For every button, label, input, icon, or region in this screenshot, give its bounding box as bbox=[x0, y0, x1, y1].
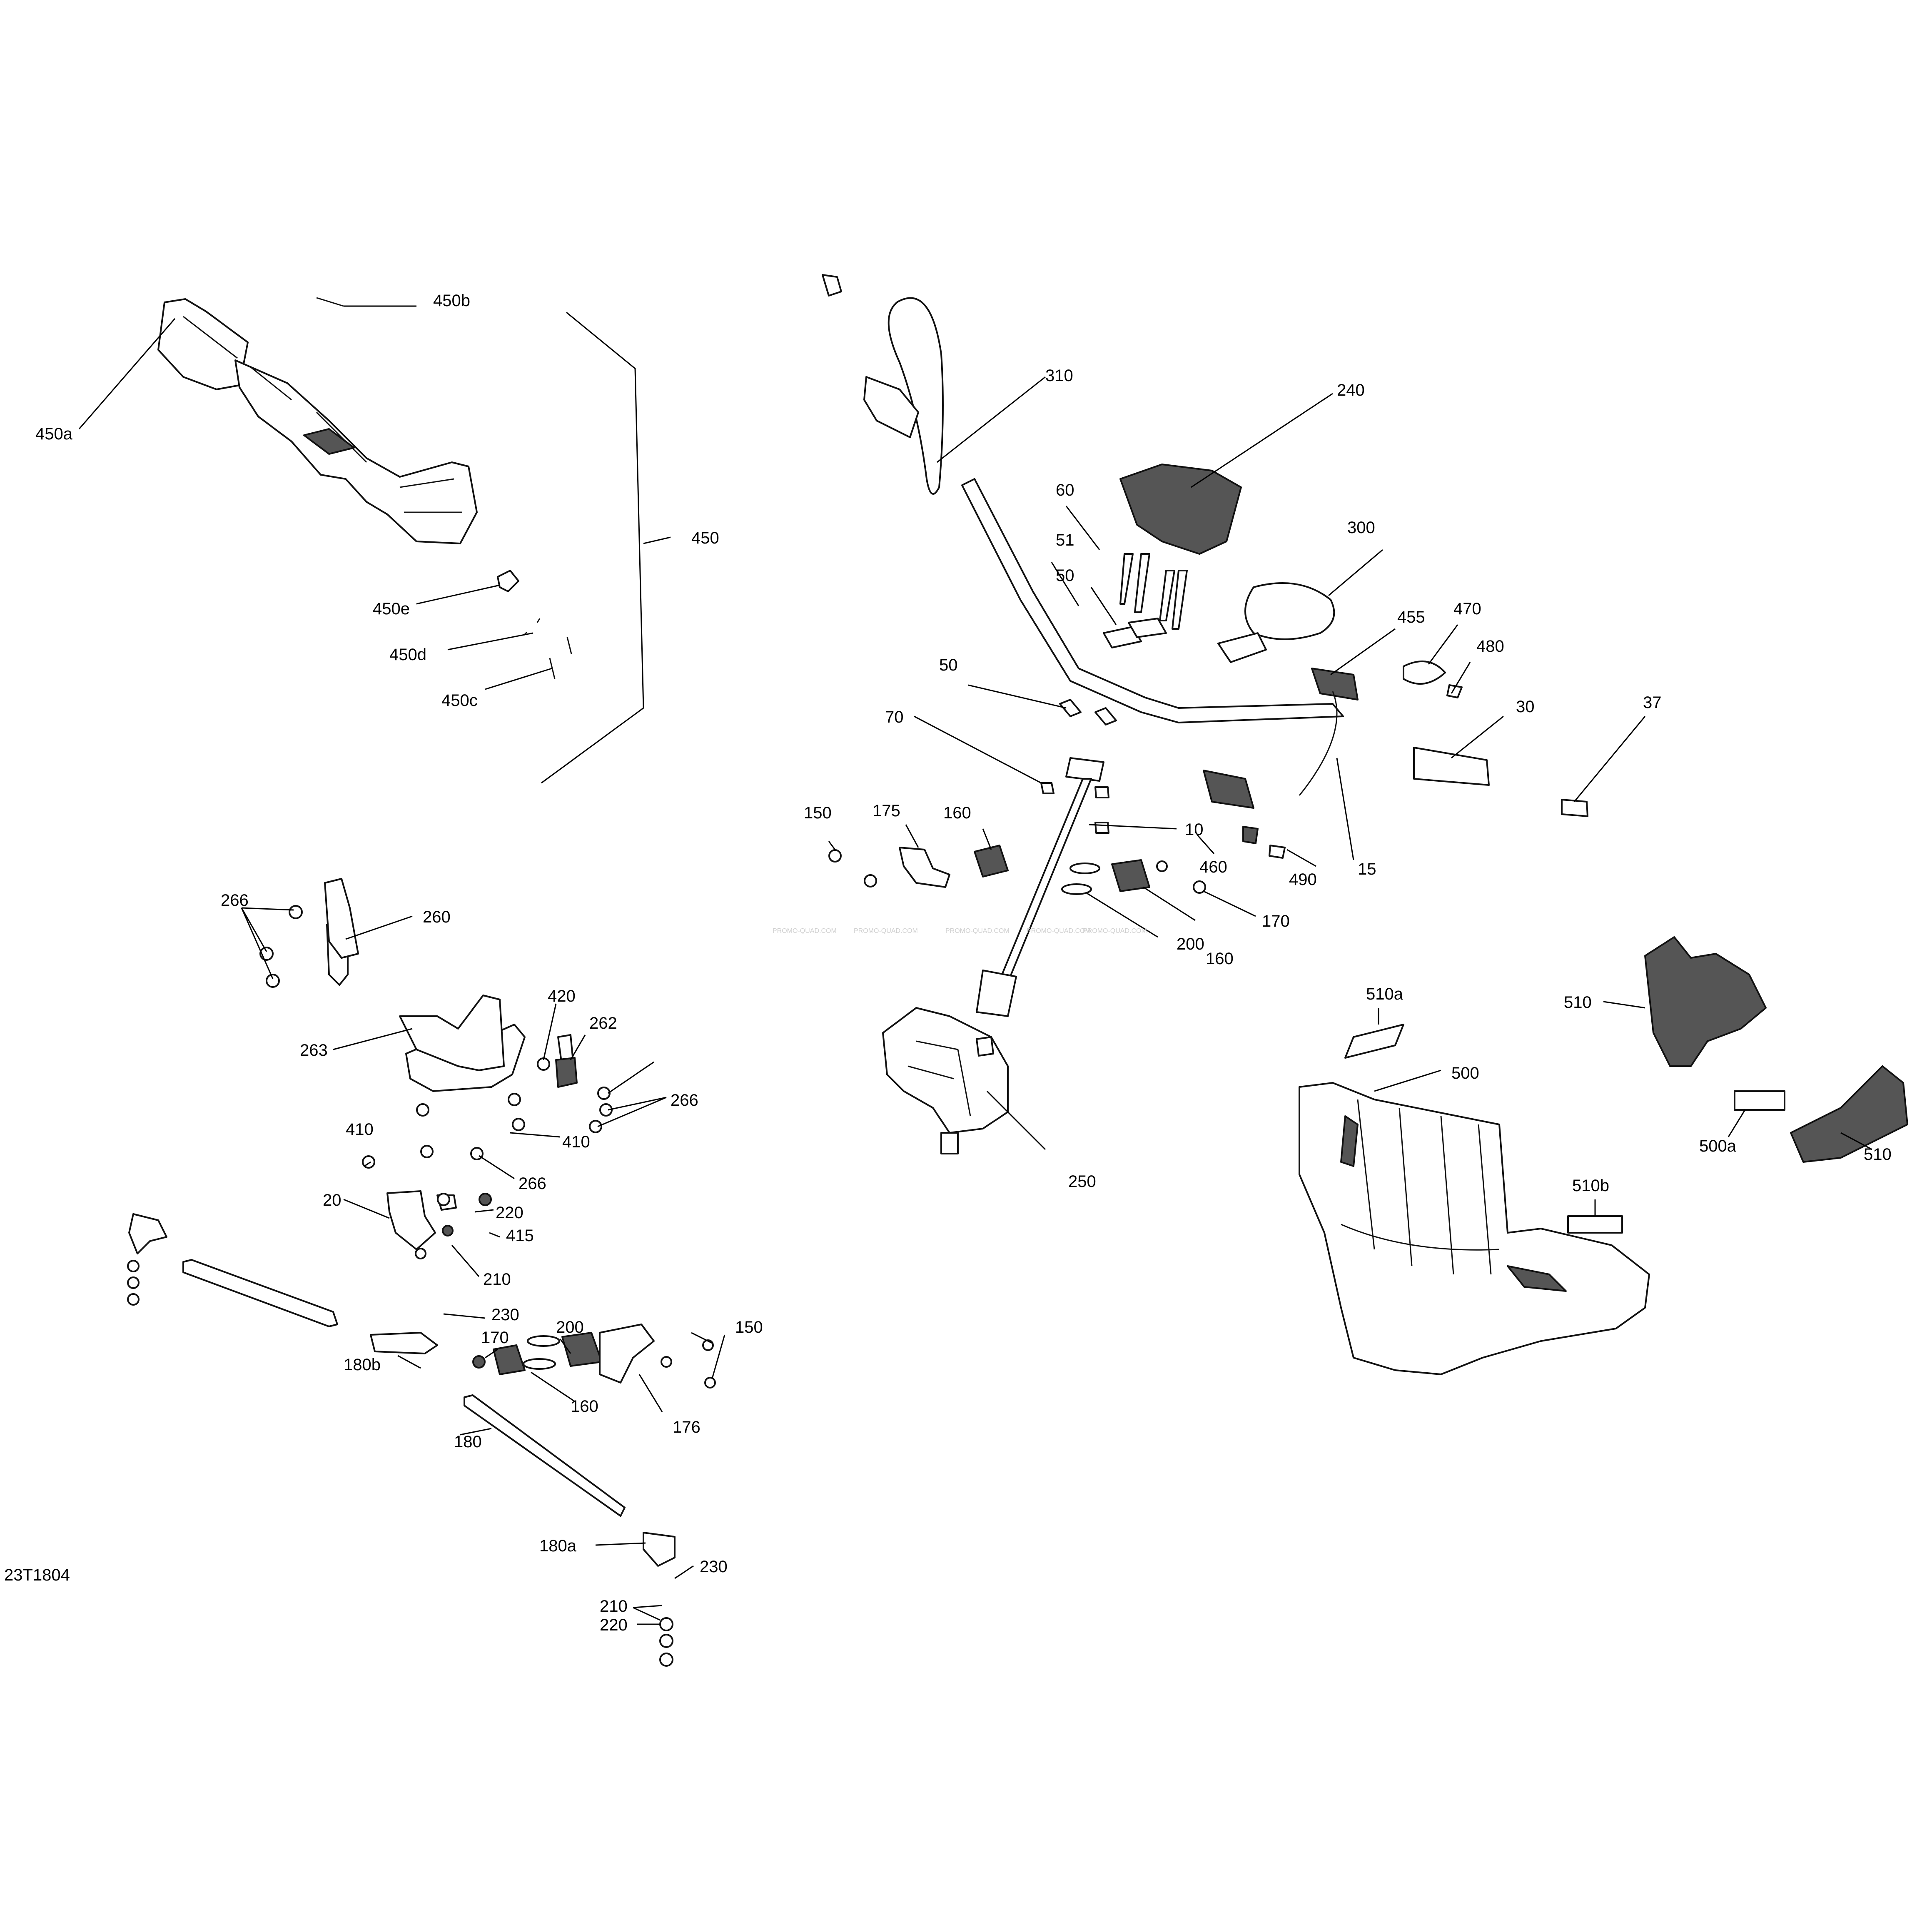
handlebar-pad bbox=[1119, 464, 1242, 555]
mirror-right bbox=[1217, 582, 1335, 663]
part-label-415: 415 bbox=[506, 1227, 534, 1245]
part-label-37: 37 bbox=[1643, 693, 1662, 712]
part-label-263: 263 bbox=[300, 1041, 328, 1059]
part-label-455: 455 bbox=[1397, 608, 1425, 626]
part-label-262: 262 bbox=[589, 1014, 617, 1032]
grip-right bbox=[1413, 747, 1588, 817]
part-label-266b: 266 bbox=[671, 1091, 698, 1109]
part-label-160a: 160 bbox=[943, 804, 971, 822]
watermark-text: PROMO-QUAD.COM bbox=[773, 927, 837, 935]
part-label-200a: 200 bbox=[1177, 935, 1204, 953]
part-label-490: 490 bbox=[1289, 870, 1317, 889]
windshield-assembly bbox=[1299, 936, 1908, 1375]
part-label-470: 470 bbox=[1453, 600, 1481, 618]
part-label-150a: 150 bbox=[804, 804, 832, 822]
part-label-150b: 150 bbox=[735, 1318, 763, 1336]
part-label-180a: 180a bbox=[539, 1537, 577, 1555]
part-label-510-lower: 510 bbox=[1864, 1145, 1892, 1164]
part-label-420: 420 bbox=[548, 987, 576, 1005]
part-label-450e: 450e bbox=[373, 600, 410, 618]
steering-bushings bbox=[828, 845, 1206, 895]
part-label-180: 180 bbox=[454, 1433, 482, 1451]
part-label-260: 260 bbox=[423, 908, 451, 926]
part-label-220b: 220 bbox=[600, 1616, 628, 1634]
handguard-assembly bbox=[157, 297, 572, 679]
part-label-170a: 170 bbox=[1262, 912, 1290, 930]
part-labels: 450b 450a 450 450e 450d 450c 310 240 60 … bbox=[4, 292, 1892, 1634]
part-label-460: 460 bbox=[1199, 858, 1227, 876]
leader-lines bbox=[78, 305, 1872, 1625]
part-label-10: 10 bbox=[1185, 820, 1204, 839]
mirror-and-grip-left bbox=[822, 274, 944, 495]
part-label-170b: 170 bbox=[481, 1329, 509, 1347]
part-label-50a: 50 bbox=[1056, 566, 1074, 585]
part-label-220a: 220 bbox=[496, 1204, 524, 1222]
part-label-230b: 230 bbox=[700, 1558, 728, 1576]
part-label-160b: 160 bbox=[1206, 950, 1234, 968]
reference-code: 23T1804 bbox=[4, 1566, 70, 1584]
handlebar bbox=[961, 478, 1344, 725]
part-label-310: 310 bbox=[1045, 366, 1073, 385]
part-label-210a: 210 bbox=[483, 1270, 511, 1289]
part-label-230a: 230 bbox=[491, 1306, 519, 1324]
watermark-text: PROMO-QUAD.COM bbox=[1027, 927, 1091, 935]
part-label-450c: 450c bbox=[441, 691, 478, 710]
watermarks: PROMO-QUAD.COM PROMO-QUAD.COM PROMO-QUAD… bbox=[773, 927, 1147, 935]
part-label-450d: 450d bbox=[389, 646, 426, 664]
part-label-300: 300 bbox=[1347, 519, 1375, 537]
part-label-450: 450 bbox=[691, 529, 719, 547]
part-label-210b: 210 bbox=[600, 1597, 628, 1615]
steering-column bbox=[976, 757, 1109, 1017]
part-label-500: 500 bbox=[1451, 1064, 1479, 1082]
part-label-51: 51 bbox=[1056, 531, 1074, 549]
part-label-410b: 410 bbox=[562, 1133, 590, 1151]
part-label-160c: 160 bbox=[571, 1397, 598, 1416]
part-label-175: 175 bbox=[873, 802, 900, 820]
part-label-510b: 510b bbox=[1572, 1177, 1609, 1195]
watermark-text: PROMO-QUAD.COM bbox=[1083, 927, 1147, 935]
part-label-70: 70 bbox=[885, 708, 904, 726]
part-label-20: 20 bbox=[323, 1191, 342, 1209]
part-label-30: 30 bbox=[1516, 698, 1535, 716]
part-label-450b: 450b bbox=[433, 292, 470, 310]
part-label-200b: 200 bbox=[556, 1318, 584, 1336]
part-label-510-upper: 510 bbox=[1564, 993, 1592, 1012]
group-bracket-450 bbox=[541, 312, 644, 784]
part-label-240: 240 bbox=[1337, 381, 1365, 399]
part-label-450a: 450a bbox=[35, 425, 73, 443]
part-label-410a: 410 bbox=[346, 1120, 374, 1139]
switch-and-tether bbox=[1203, 661, 1463, 859]
part-label-266c: 266 bbox=[519, 1174, 546, 1193]
part-label-60: 60 bbox=[1056, 481, 1074, 499]
watermark-text: PROMO-QUAD.COM bbox=[945, 927, 1010, 935]
part-label-510a: 510a bbox=[1366, 985, 1404, 1003]
part-label-15: 15 bbox=[1358, 860, 1376, 878]
part-label-266a: 266 bbox=[221, 891, 249, 910]
part-label-50b: 50 bbox=[939, 656, 958, 674]
part-label-176: 176 bbox=[673, 1418, 701, 1436]
steering-gearbox bbox=[882, 1007, 1009, 1154]
part-label-180b: 180b bbox=[344, 1356, 381, 1374]
part-label-500a: 500a bbox=[1699, 1137, 1737, 1155]
part-label-480: 480 bbox=[1476, 637, 1504, 656]
watermark-text: PROMO-QUAD.COM bbox=[854, 927, 918, 935]
part-label-250: 250 bbox=[1068, 1172, 1096, 1191]
clamp-bolts bbox=[1103, 553, 1188, 648]
